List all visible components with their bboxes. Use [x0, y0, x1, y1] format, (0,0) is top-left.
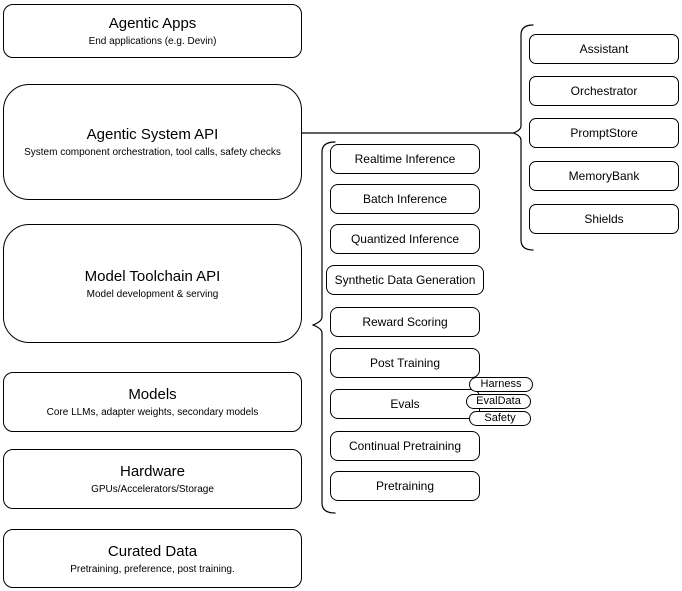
toolchain-brace — [311, 141, 336, 514]
node-subtitle: GPUs/Accelerators/Storage — [91, 484, 214, 495]
node-label: PromptStore — [570, 126, 638, 140]
node-title: Curated Data — [107, 542, 198, 560]
node-subtitle: Model development & serving — [86, 288, 219, 300]
node-curated-data: Curated Data Pretraining, preference, po… — [3, 529, 302, 588]
node-label: EvalData — [476, 395, 521, 407]
node-subtitle: System component orchestration, tool cal… — [24, 147, 281, 158]
node-realtime-inference: Realtime Inference — [330, 144, 480, 174]
node-shields: Shields — [529, 204, 679, 234]
node-label: Shields — [584, 212, 624, 226]
node-label: Realtime Inference — [354, 152, 456, 166]
node-label: MemoryBank — [568, 169, 640, 183]
node-batch-inference: Batch Inference — [330, 184, 480, 214]
node-continual-pretraining: Continual Pretraining — [330, 431, 480, 461]
node-reward-scoring: Reward Scoring — [330, 307, 480, 337]
node-orchestrator: Orchestrator — [529, 76, 679, 106]
node-title: Agentic Apps — [108, 15, 197, 32]
node-label: Quantized Inference — [350, 232, 460, 246]
node-label: Assistant — [579, 42, 629, 56]
node-title: Hardware — [119, 463, 186, 480]
node-label: Synthetic Data Generation — [334, 273, 476, 287]
node-agentic-apps: Agentic Apps End applications (e.g. Devi… — [3, 4, 302, 58]
node-promptstore: PromptStore — [529, 118, 679, 148]
components-brace — [511, 24, 534, 251]
node-evals-evaldata: EvalData — [466, 394, 531, 409]
node-synthetic-data-generation: Synthetic Data Generation — [326, 265, 484, 295]
node-subtitle: Pretraining, preference, post training. — [70, 563, 235, 575]
node-pretraining: Pretraining — [330, 471, 480, 501]
node-label: Harness — [480, 378, 522, 390]
node-models: Models Core LLMs, adapter weights, secon… — [3, 372, 302, 432]
node-label: Evals — [390, 397, 420, 411]
node-hardware: Hardware GPUs/Accelerators/Storage — [3, 449, 302, 509]
node-subtitle: End applications (e.g. Devin) — [88, 36, 217, 47]
node-label: Pretraining — [375, 479, 435, 493]
node-post-training: Post Training — [330, 348, 480, 378]
node-model-toolchain-api: Model Toolchain API Model development & … — [3, 224, 302, 343]
node-agentic-system-api: Agentic System API System component orch… — [3, 84, 302, 200]
node-label: Batch Inference — [362, 192, 448, 206]
node-evals-safety: Safety — [469, 411, 531, 426]
node-quantized-inference: Quantized Inference — [330, 224, 480, 254]
node-label: Continual Pretraining — [348, 439, 462, 453]
node-label: Safety — [484, 412, 516, 424]
node-label: Orchestrator — [570, 84, 638, 98]
node-subtitle: Core LLMs, adapter weights, secondary mo… — [46, 407, 259, 418]
node-evals: Evals — [330, 389, 480, 419]
node-title: Model Toolchain API — [84, 267, 221, 285]
node-label: Reward Scoring — [362, 315, 448, 329]
node-memorybank: MemoryBank — [529, 161, 679, 191]
node-evals-harness: Harness — [469, 377, 533, 392]
node-label: Post Training — [369, 356, 441, 370]
node-title: Agentic System API — [86, 126, 219, 143]
node-title: Models — [128, 386, 177, 403]
node-assistant: Assistant — [529, 34, 679, 64]
